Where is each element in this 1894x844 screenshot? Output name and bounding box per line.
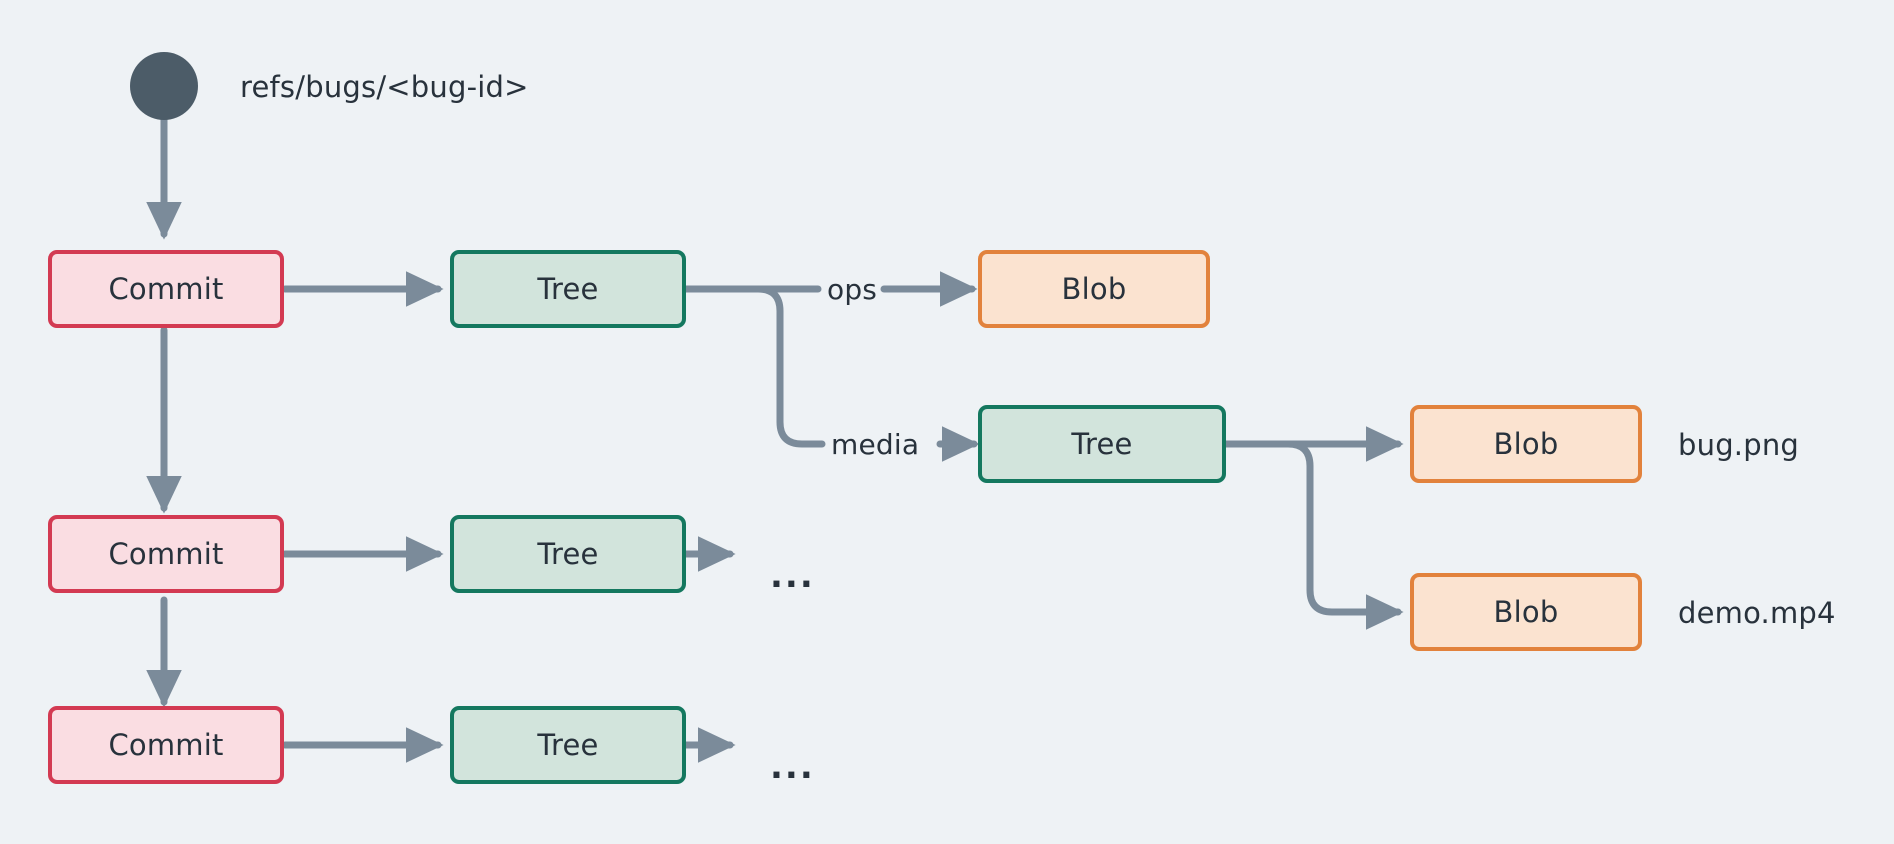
tree-node-1-label: Tree — [537, 272, 599, 306]
blob-node-2-label: Blob — [1493, 427, 1559, 461]
edge-label-ops: ops — [824, 273, 881, 306]
commit-node-1[interactable]: Commit — [48, 250, 284, 328]
tree-node-4-label: Tree — [1071, 427, 1133, 461]
commit-node-1-label: Commit — [108, 272, 224, 306]
blob-node-3-label: Blob — [1493, 595, 1559, 629]
ref-label: refs/bugs/<bug-id> — [240, 70, 529, 104]
blob-filename-bug-png: bug.png — [1678, 428, 1800, 462]
tree-node-3[interactable]: Tree — [450, 706, 686, 784]
tree-node-2-label: Tree — [537, 537, 599, 571]
blob-node-3[interactable]: Blob — [1410, 573, 1642, 651]
ref-dot — [130, 52, 198, 120]
tree-node-2[interactable]: Tree — [450, 515, 686, 593]
edge-label-media: media — [828, 428, 923, 461]
commit-node-2-label: Commit — [108, 537, 224, 571]
tree-node-4[interactable]: Tree — [978, 405, 1226, 483]
ellipsis-tree-2: ... — [770, 556, 815, 596]
tree-node-3-label: Tree — [537, 728, 599, 762]
ellipsis-tree-3: ... — [770, 747, 815, 787]
blob-filename-demo-mp4: demo.mp4 — [1678, 596, 1836, 630]
blob-node-1-label: Blob — [1061, 272, 1127, 306]
commit-node-3-label: Commit — [108, 728, 224, 762]
commit-node-2[interactable]: Commit — [48, 515, 284, 593]
commit-node-3[interactable]: Commit — [48, 706, 284, 784]
tree-node-1[interactable]: Tree — [450, 250, 686, 328]
blob-node-2[interactable]: Blob — [1410, 405, 1642, 483]
blob-node-1[interactable]: Blob — [978, 250, 1210, 328]
